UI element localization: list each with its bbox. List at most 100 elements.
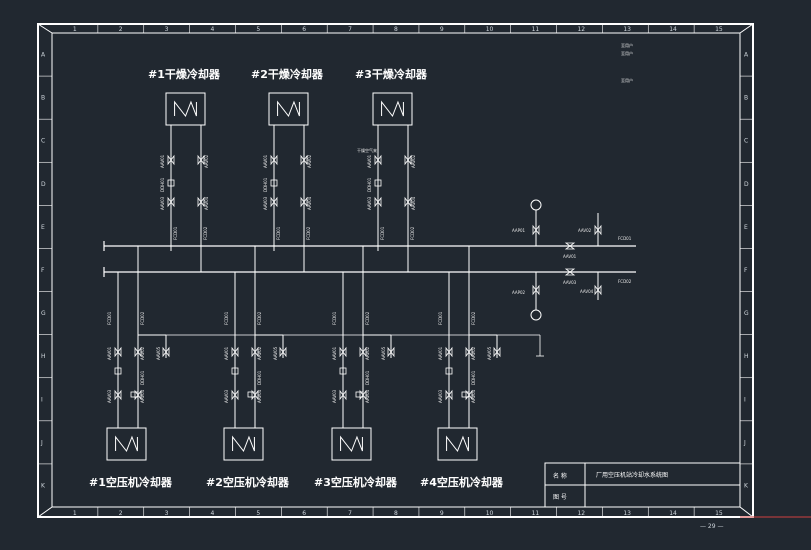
sensor-icon — [231, 367, 239, 375]
valve-icon — [251, 346, 259, 358]
dryer3-note: 干燥空气来 — [357, 147, 377, 153]
title-block — [544, 462, 741, 508]
grid-col-top-15: 15 — [715, 26, 723, 33]
pipe-label: FCD01 — [332, 311, 337, 325]
grid-row-left-G: G — [41, 310, 46, 317]
sensor-icon — [270, 179, 278, 187]
grid-row-left-I: I — [41, 396, 43, 403]
heat-exchanger-icon — [268, 92, 309, 126]
sensor-label: DDH01 — [471, 370, 476, 385]
valve-v03-icon — [564, 268, 576, 276]
valve-label: AAV04 — [257, 389, 262, 403]
valve-label: AAV02 — [204, 154, 209, 168]
valve-icon — [134, 346, 142, 358]
grid-col-bottom-11: 11 — [532, 510, 540, 517]
valve-v01-label: AAV01 — [563, 254, 577, 259]
dryer-title: #3干燥冷却器 — [355, 67, 428, 81]
grid-col-bottom-6: 6 — [302, 510, 306, 517]
pipe-label: FCD01 — [173, 226, 178, 240]
grid-row-left-C: C — [41, 138, 45, 145]
valve-icon — [270, 154, 278, 166]
meter-icon — [461, 391, 470, 398]
pipe-label: FCD02 — [257, 311, 262, 325]
valve-label: AAV02 — [365, 346, 370, 360]
valve-label: AAV02 — [411, 154, 416, 168]
grid-col-top-13: 13 — [623, 26, 631, 33]
valve-v03-label: AAV03 — [563, 280, 577, 285]
valve-icon — [465, 389, 473, 401]
pipe-label: FCD02 — [471, 311, 476, 325]
meter-icon — [247, 391, 256, 398]
valve-icon — [359, 389, 367, 401]
dryer-title: #2干燥冷却器 — [251, 67, 324, 81]
header-supply-label: FCD01 — [618, 236, 632, 241]
pipe-label: FCD02 — [140, 311, 145, 325]
valve-icon — [162, 346, 170, 358]
valve-icon — [197, 154, 205, 166]
pump-bottom-valve-icon — [532, 284, 540, 296]
valve-icon — [339, 346, 347, 358]
valve-label: AAV05 — [487, 346, 492, 360]
valve-icon — [114, 346, 122, 358]
grid-col-bottom-10: 10 — [486, 510, 494, 517]
valve-label: AAV01 — [367, 154, 372, 168]
grid-col-top-10: 10 — [486, 26, 494, 33]
valve-icon — [374, 196, 382, 208]
page-number: — 29 — — [700, 523, 723, 530]
pump-top-label: AAP01 — [512, 228, 526, 233]
valve-icon — [251, 389, 259, 401]
grid-col-bottom-3: 3 — [165, 510, 169, 517]
grid-row-left-J: J — [40, 439, 43, 446]
valve-label: AAV03 — [332, 389, 337, 403]
valve-label: AAV03 — [438, 389, 443, 403]
grid-row-right-I: I — [744, 396, 746, 403]
valve-label: AAV02 — [140, 346, 145, 360]
grid-row-left-E: E — [41, 224, 45, 231]
grid-row-right-G: G — [744, 310, 749, 317]
compressor-title: #2空压机冷却器 — [206, 475, 290, 489]
valve-icon — [359, 346, 367, 358]
legend-line-1: 至用户 — [621, 42, 633, 48]
valve-v01-icon — [564, 242, 576, 250]
supply-header — [103, 241, 636, 277]
pipe-label: FCD01 — [276, 226, 281, 240]
grid-row-left-H: H — [41, 353, 46, 360]
valve-icon — [114, 389, 122, 401]
grid-row-right-K: K — [744, 482, 749, 489]
sensor-icon — [374, 179, 382, 187]
valve-v02-icon — [594, 224, 602, 236]
sensor-label: DDH01 — [140, 370, 145, 385]
valve-label: AAV02 — [257, 346, 262, 360]
sensor-icon — [445, 367, 453, 375]
pipe-label: FCD01 — [438, 311, 443, 325]
valve-icon — [300, 196, 308, 208]
valve-label: AAV01 — [107, 346, 112, 360]
valve-icon — [300, 154, 308, 166]
pipe-label: FCD02 — [306, 226, 311, 240]
valve-v04-label: AAV04 — [580, 289, 594, 294]
heat-exchanger-icon — [165, 92, 206, 126]
valve-icon — [445, 389, 453, 401]
valve-label: AAV04 — [365, 389, 370, 403]
valve-label: AAV05 — [381, 346, 386, 360]
grid-col-bottom-9: 9 — [440, 510, 444, 517]
grid-row-left-D: D — [41, 181, 46, 188]
sensor-label: DDH01 — [263, 177, 268, 192]
valve-label: AAV01 — [224, 346, 229, 360]
valve-icon — [339, 389, 347, 401]
valve-icon — [167, 196, 175, 208]
pipe-label: FCD02 — [410, 226, 415, 240]
header-return-label: FCD02 — [618, 279, 632, 284]
valve-icon — [231, 346, 239, 358]
grid-col-top-8: 8 — [394, 26, 398, 33]
grid-col-bottom-14: 14 — [669, 510, 677, 517]
grid-col-top-5: 5 — [256, 26, 260, 33]
